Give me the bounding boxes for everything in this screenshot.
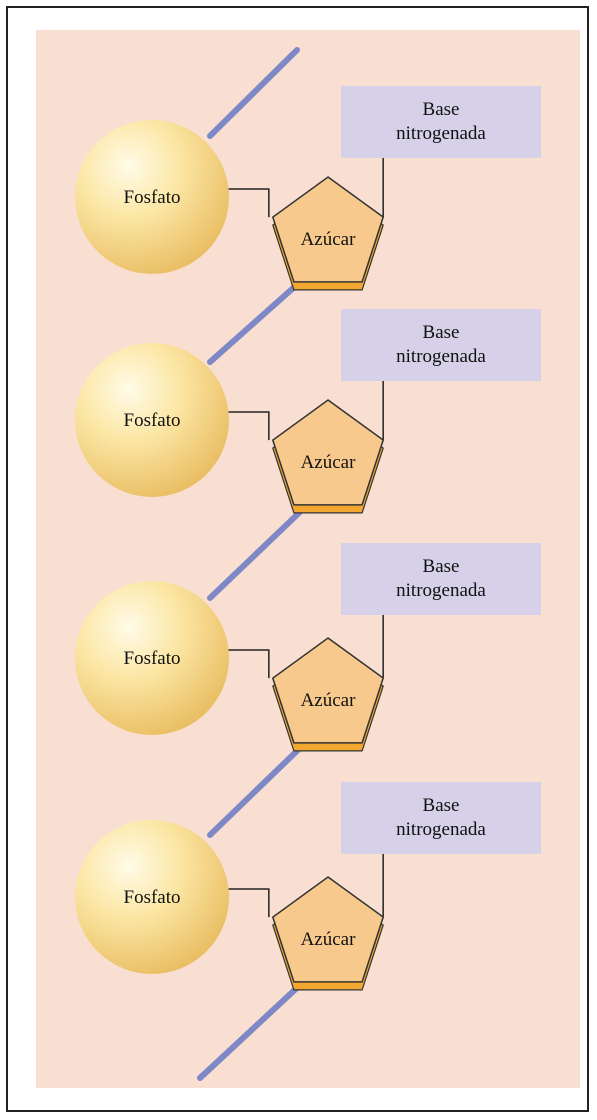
base-label: Base nitrogenada [396,99,486,144]
backbone-layer [197,47,303,1081]
sugar-label: Azúcar [301,229,357,250]
backbone-segment [207,47,300,139]
phosphate-sphere [75,581,229,735]
sugar-label: Azúcar [301,690,357,711]
backbone-segment [207,279,303,365]
backbone-segment [197,982,303,1081]
phosphate-label: Fosfato [124,648,181,669]
base-label: Base nitrogenada [396,795,486,840]
sugar-pentagon [271,876,385,983]
base-box: Base nitrogenada [341,782,541,854]
phosphate-sphere [75,820,229,974]
phosphate-label: Fosfato [124,410,181,431]
base-label: Base nitrogenada [396,556,486,601]
base-label: Base nitrogenada [396,322,486,367]
base-box: Base nitrogenada [341,86,541,158]
phosphate-sugar-bond [227,649,270,679]
phosphate-sugar-bond [227,188,270,218]
phosphate-sphere [75,343,229,497]
base-box: Base nitrogenada [341,543,541,615]
backbone-segment [207,509,303,601]
sugar-label: Azúcar [301,929,357,950]
sugar-pentagon [271,176,385,283]
phosphate-label: Fosfato [124,187,181,208]
sugar-label: Azúcar [301,452,357,473]
phosphate-label: Fosfato [124,887,181,908]
sugar-pentagon [271,637,385,744]
units-layer: FosfatoAzúcarFosfatoAzúcarFosfatoAzúcarF… [75,120,385,991]
backbone-segment [207,745,303,838]
base-box: Base nitrogenada [341,309,541,381]
phosphate-sphere [75,120,229,274]
phosphate-sugar-bond [227,888,270,918]
phosphate-sugar-bond [227,411,270,441]
sugar-pentagon [271,399,385,506]
